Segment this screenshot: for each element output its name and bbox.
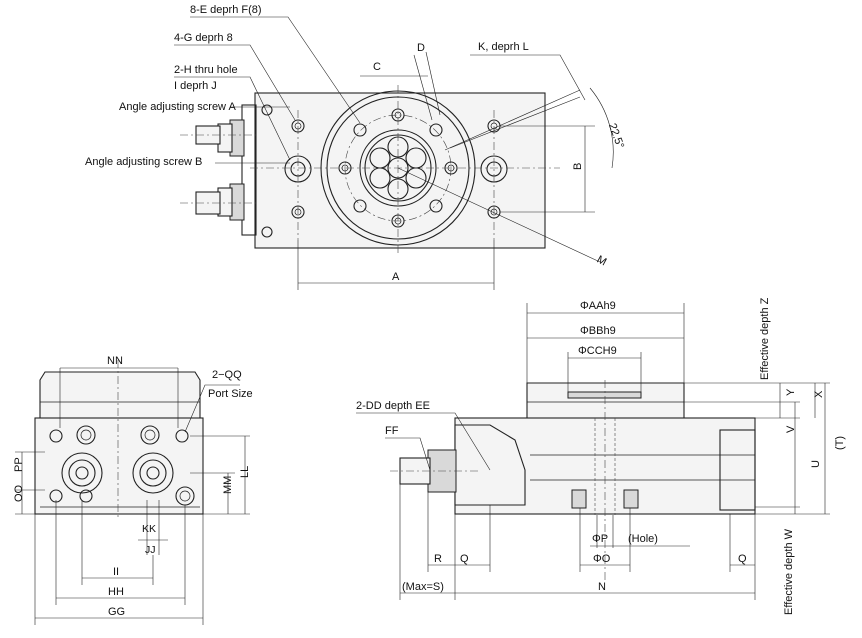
dim-jj-label: JJ (145, 544, 156, 556)
callout-k-depth-l: K, deprh L (478, 41, 529, 53)
body-left-step (241, 104, 257, 236)
dim-o-label: ΦO (593, 553, 611, 565)
callout-dd-depth: 2-DD depth EE (356, 400, 430, 412)
side-view: ΦAAh9 ΦBBh9 ΦCCH9 Effective depth Z Y X … (356, 297, 846, 615)
callout-g-depth: 4-G deprh 8 (174, 32, 233, 44)
dim-hh-label: HH (108, 586, 124, 598)
callout-screw-a: Angle adjusting screw A (119, 101, 236, 113)
dim-a (297, 240, 495, 290)
dim-t-label: (T) (834, 436, 846, 450)
dim-y-label: Y (785, 388, 797, 396)
dim-ll-label: LL (239, 466, 251, 478)
callout-i-depth-j: I deprh J (174, 80, 217, 92)
dim-kk-label: KK (142, 523, 156, 535)
top-view: 8-E deprh F(8) 4-G deprh 8 2-H thru hole… (85, 4, 626, 290)
dim-v-label: V (785, 425, 797, 433)
dim-q-right-label: Q (738, 553, 747, 565)
top-leaders (174, 16, 601, 263)
dim-eff-depth-w-label: Effective depth W (783, 528, 795, 615)
dim-eff-depth-z-label: Effective depth Z (759, 297, 771, 380)
callout-hole: (Hole) (628, 533, 658, 545)
dim-mm-label: MM (222, 476, 234, 494)
dim-nn-label: NN (107, 355, 123, 367)
dim-x-label: X (813, 390, 825, 398)
dim-n-label: N (598, 581, 606, 593)
angle-screw-b (180, 183, 256, 221)
front-view: NN 2−QQ Port Size PP OO LL MM KK JJ II H… (13, 355, 253, 625)
dim-b (500, 125, 595, 213)
dim-max-s-label: (Max=S) (402, 581, 444, 593)
side-table (526, 382, 685, 419)
dim-aa-label: ΦAAh9 (580, 300, 616, 312)
dim-c-label: C (373, 61, 381, 73)
dim-m-label: M (595, 254, 609, 269)
dim-c-d (360, 51, 441, 121)
dim-p-label: ΦP (592, 533, 608, 545)
dim-gg-label: GG (108, 606, 125, 618)
callout-ff: FF (385, 425, 399, 437)
dim-ii-label: II (113, 566, 119, 578)
callout-qq: 2−QQ (212, 369, 242, 381)
dim-b-label: B (572, 163, 584, 170)
dim-cc-label: ΦCCH9 (578, 345, 617, 357)
front-ports (49, 425, 195, 506)
dim-a-label: A (392, 271, 400, 283)
callout-screw-b: Angle adjusting screw B (85, 156, 202, 168)
dim-oo-label: OO (13, 484, 25, 502)
angle-arc (589, 87, 614, 169)
dim-bb-label: ΦBBh9 (580, 325, 616, 337)
callout-port-size: Port Size (208, 388, 253, 400)
angle-screw-a (180, 119, 256, 157)
front-table (39, 371, 201, 419)
dim-angle-label: 22.5° (606, 122, 626, 150)
dim-pp-label: PP (13, 457, 25, 472)
dim-q-left-label: Q (460, 553, 469, 565)
body-plate (254, 92, 546, 249)
callout-e-depth-f: 8-E deprh F(8) (190, 4, 262, 16)
callout-h-thru: 2-H thru hole (174, 64, 238, 76)
dim-r-label: R (434, 553, 442, 565)
dim-d-label: D (417, 42, 425, 54)
dim-u-label: U (810, 460, 822, 468)
